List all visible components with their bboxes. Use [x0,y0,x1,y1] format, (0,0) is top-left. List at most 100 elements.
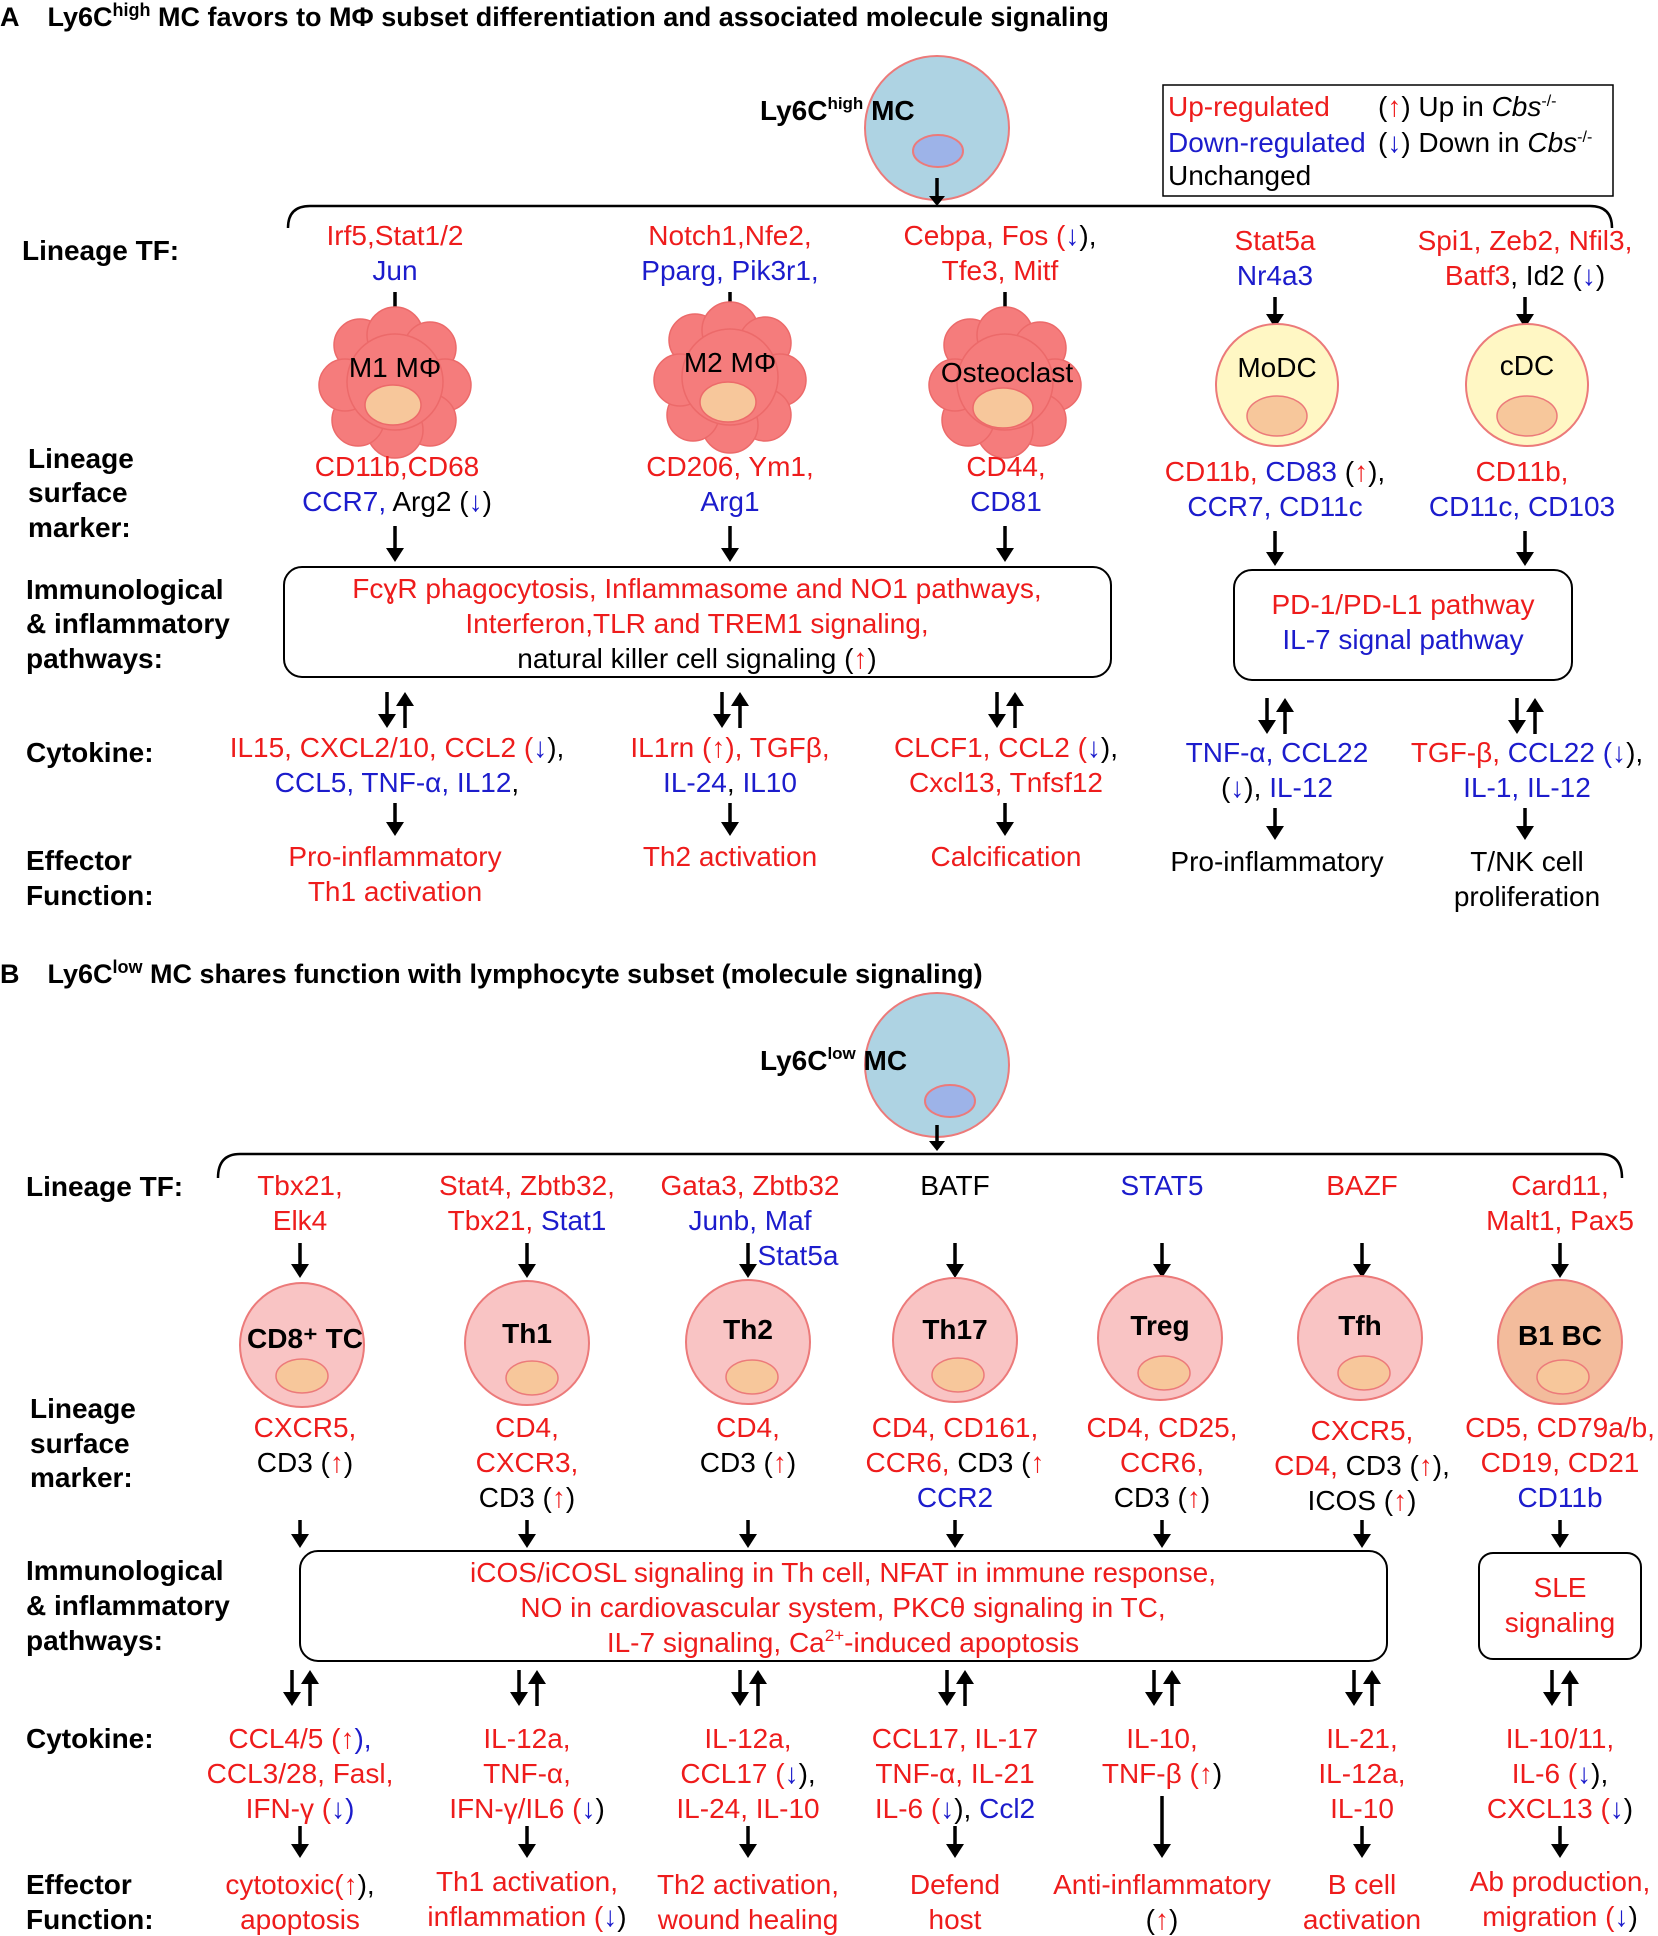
svg-text:IL-12a,: IL-12a, [1318,1758,1405,1789]
svg-text:Stat5a: Stat5a [1235,225,1316,256]
panel-a-pathway-box: FcɣR phagocytosis, Inflammasome and NO1 … [283,566,1112,678]
svg-text:CCR2: CCR2 [917,1482,993,1513]
svg-text:IL1rn (↑), TGFβ,: IL1rn (↑), TGFβ, [630,732,829,763]
cdc-label: cDC [1500,350,1554,381]
svg-text:IL-10: IL-10 [1330,1793,1394,1824]
b1-bc-cell: B1 BC [1497,1279,1623,1405]
label-marker-b-3: marker: [30,1462,133,1493]
legend-up-note: (↑) Up in Cbs-/- [1378,91,1556,122]
svg-text:cytotoxic(↑),: cytotoxic(↑), [225,1869,374,1900]
svg-text:Stat4, Zbtb32,: Stat4, Zbtb32, [439,1170,615,1201]
svg-text:CXCR3,: CXCR3, [476,1447,579,1478]
panel-b-brace [216,1152,1624,1179]
svg-text:CXCR5,: CXCR5, [254,1412,357,1443]
svg-text:Cebpa, Fos (↓),: Cebpa, Fos (↓), [904,220,1097,251]
svg-text:IL-10/11,: IL-10/11, [1506,1723,1614,1754]
svg-text:(↑): (↑) [1146,1904,1179,1935]
pathway-b2-line2: signaling [1505,1607,1616,1638]
label-marker-b-1: Lineage [30,1393,136,1424]
pathway-a2-line1: PD-1/PD-L1 pathway [1271,589,1534,620]
svg-text:Th2 activation,: Th2 activation, [657,1869,839,1900]
panel-b-marker-row: CXCR5, CD3 (↑) CD4, CXCR3, CD3 (↑) CD4, … [254,1412,1655,1516]
panel-b-bidir-arrows [283,1670,1579,1706]
svg-text:CD3 (↑): CD3 (↑) [257,1447,353,1478]
label-effector-a-1: Effector [26,845,132,876]
modc-cell: MoDC [1215,323,1339,447]
panel-a-cytokine-row: IL15, CXCL2/10, CCL2 (↓), CCL5, TNF-α, I… [230,732,1643,803]
panel-b-arrows-cyto [291,1796,1569,1858]
svg-text:CLCF1, CCL2 (↓),: CLCF1, CCL2 (↓), [894,732,1118,763]
svg-text:Pparg, Pik3r1,: Pparg, Pik3r1, [641,255,818,286]
th17-cell: Th17 [892,1277,1018,1403]
svg-text:BAZF: BAZF [1326,1170,1398,1201]
svg-text:CCR6,: CCR6, [1120,1447,1204,1478]
th1-cell: Th1 [464,1280,590,1406]
cd8-tc-cell: CD8⁺ TC [239,1282,365,1408]
svg-text:IL-10,: IL-10, [1126,1723,1198,1754]
svg-text:TGF-β, CCL22 (↓),: TGF-β, CCL22 (↓), [1411,737,1643,768]
svg-text:Gata3, Zbtb32: Gata3, Zbtb32 [660,1170,839,1201]
modc-label: MoDC [1237,352,1316,383]
svg-text:apoptosis: apoptosis [240,1904,360,1935]
pathway-a-line1: FcɣR phagocytosis, Inflammasome and NO1 … [352,573,1041,604]
svg-text:CD3 (↑): CD3 (↑) [700,1447,796,1478]
svg-text:STAT5: STAT5 [1121,1170,1204,1201]
svg-text:CD11b: CD11b [1517,1482,1602,1513]
svg-text:IL15, CXCL2/10, CCL2 (↓),: IL15, CXCL2/10, CCL2 (↓), [230,732,565,763]
label-pathways-a-2: & inflammatory [26,608,230,639]
svg-text:TNF-β (↑): TNF-β (↑) [1102,1758,1222,1789]
svg-text:Cxcl13, Tnfsf12: Cxcl13, Tnfsf12 [909,767,1103,798]
svg-text:(↓), IL-12: (↓), IL-12 [1221,772,1333,803]
pathway-a2-line2: IL-7 signal pathway [1282,624,1523,655]
m2-macrophage-cell: M2 MΦ [653,301,807,454]
label-cytokine-a: Cytokine: [26,737,154,768]
svg-text:Pro-inflammatory: Pro-inflammatory [1170,846,1383,877]
legend-up: Up-regulated [1168,91,1330,122]
th1-label: Th1 [502,1318,552,1349]
svg-text:CD206, Ym1,: CD206, Ym1, [646,451,814,482]
m1-macrophage-cell: M1 MΦ [318,306,472,459]
svg-text:IFN-γ (↓): IFN-γ (↓) [246,1793,355,1824]
svg-text:Anti-inflammatory: Anti-inflammatory [1053,1869,1271,1900]
svg-text:IL-1, IL-12: IL-1, IL-12 [1463,772,1591,803]
ly6c-high-mc-label: Ly6Chigh MC [760,94,915,126]
panel-a-marker-row: CD11b,CD68 CCR7, Arg2 (↓) CD206, Ym1, Ar… [302,451,1615,522]
svg-text:BATF: BATF [920,1170,989,1201]
label-cytokine-b: Cytokine: [26,1723,154,1754]
label-marker-a-1: Lineage [28,443,134,474]
svg-text:CD3 (↑): CD3 (↑) [1114,1482,1210,1513]
svg-text:activation: activation [1303,1904,1421,1935]
svg-text:ICOS (↑): ICOS (↑) [1308,1485,1417,1516]
svg-text:Th1 activation: Th1 activation [308,876,482,907]
label-pathways-a-1: Immunological [26,574,224,605]
svg-text:Arg1: Arg1 [700,486,759,517]
svg-text:Tfe3, Mitf: Tfe3, Mitf [942,255,1059,286]
svg-text:host: host [929,1904,982,1935]
label-effector-a-2: Function: [26,880,154,911]
pathway-a-line3: natural killer cell signaling (↑) [517,643,876,674]
svg-text:CD19, CD21: CD19, CD21 [1481,1447,1640,1478]
svg-text:TNF-α, IL-21: TNF-α, IL-21 [875,1758,1034,1789]
panel-a-bidir-arrows [378,692,1544,734]
legend-down: Down-regulated [1168,127,1366,158]
svg-text:Pro-inflammatory: Pro-inflammatory [288,841,501,872]
svg-text:CD81: CD81 [970,486,1042,517]
svg-text:proliferation: proliferation [1454,881,1600,912]
ly6c-high-monocyte: Ly6Chigh MC [760,55,1010,201]
svg-text:Ab production,: Ab production, [1470,1866,1651,1897]
tfh-cell: Tfh [1297,1275,1423,1401]
cd8-tc-label: CD8⁺ TC [247,1323,363,1354]
panel-b-arrows-tf [291,1243,1569,1278]
th2-cell: Th2 [685,1279,811,1405]
panel-b-cytokine-row: CCL4/5 (↑), CCL3/28, Fasl, IFN-γ (↓) IL-… [207,1723,1634,1824]
svg-text:IL-12a,: IL-12a, [483,1723,570,1754]
svg-text:migration (↓): migration (↓) [1482,1901,1638,1932]
svg-text:Tbx21,: Tbx21, [257,1170,343,1201]
svg-text:IL-24, IL-10: IL-24, IL-10 [676,1793,819,1824]
svg-text:CCR7, Arg2 (↓): CCR7, Arg2 (↓) [302,486,492,517]
